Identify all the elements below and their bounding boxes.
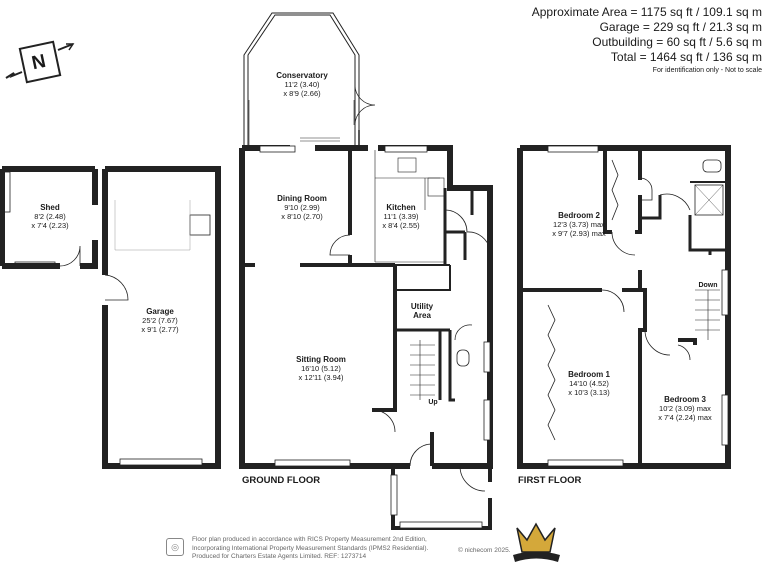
copyright-text: © nichecom 2025.: [458, 547, 511, 554]
room-bedroom-3: Bedroom 3 10'2 (3.09) max x 7'4 (2.24) m…: [658, 395, 712, 422]
compass-icon: [5, 40, 75, 84]
garage-outline: [102, 166, 221, 469]
room-sitting: Sitting Room 16'10 (5.12) x 12'11 (3.94): [296, 355, 346, 382]
room-garage: Garage 25'2 (7.67) x 9'1 (2.77): [141, 307, 179, 334]
area-summary: Approximate Area = 1175 sq ft / 109.1 sq…: [532, 5, 762, 76]
room-bedroom-1: Bedroom 1 14'10 (4.52) x 10'3 (3.13): [568, 370, 610, 397]
first-floor-walls: [517, 145, 731, 469]
first-floor-label: FIRST FLOOR: [518, 475, 582, 486]
identification-note: For identification only - Not to scale: [652, 67, 762, 74]
room-utility: Utility Area: [410, 302, 434, 320]
footer-text: Floor plan produced in accordance with R…: [192, 536, 429, 560]
room-conservatory: Conservatory 11'2 (3.40) x 8'9 (2.66): [276, 71, 328, 98]
garage-area: Garage = 229 sq ft / 21.3 sq m: [599, 20, 762, 34]
room-bedroom-2: Bedroom 2 12'3 (3.73) max x 9'7 (2.93) m…: [552, 211, 606, 238]
crown-logo-icon: [513, 522, 560, 562]
approx-area: Approximate Area = 1175 sq ft / 109.1 sq…: [531, 5, 762, 19]
rics-icon: ◎: [166, 538, 184, 556]
room-kitchen: Kitchen 11'1 (3.39) x 8'4 (2.55): [382, 203, 420, 230]
room-dining: Dining Room 9'10 (2.99) x 8'10 (2.70): [277, 194, 327, 221]
total-area: Total = 1464 sq ft / 136 sq m: [610, 50, 762, 64]
shed-outline: [0, 166, 98, 269]
stairs-up-label: Up: [428, 399, 438, 406]
outbuilding-area: Outbuilding = 60 sq ft / 5.6 sq m: [592, 35, 762, 49]
ground-floor-walls: [239, 12, 493, 530]
room-shed: Shed 8'2 (2.48) x 7'4 (2.23): [31, 203, 69, 230]
stairs-down-label: Down: [698, 282, 718, 289]
ground-floor-label: GROUND FLOOR: [242, 475, 321, 486]
